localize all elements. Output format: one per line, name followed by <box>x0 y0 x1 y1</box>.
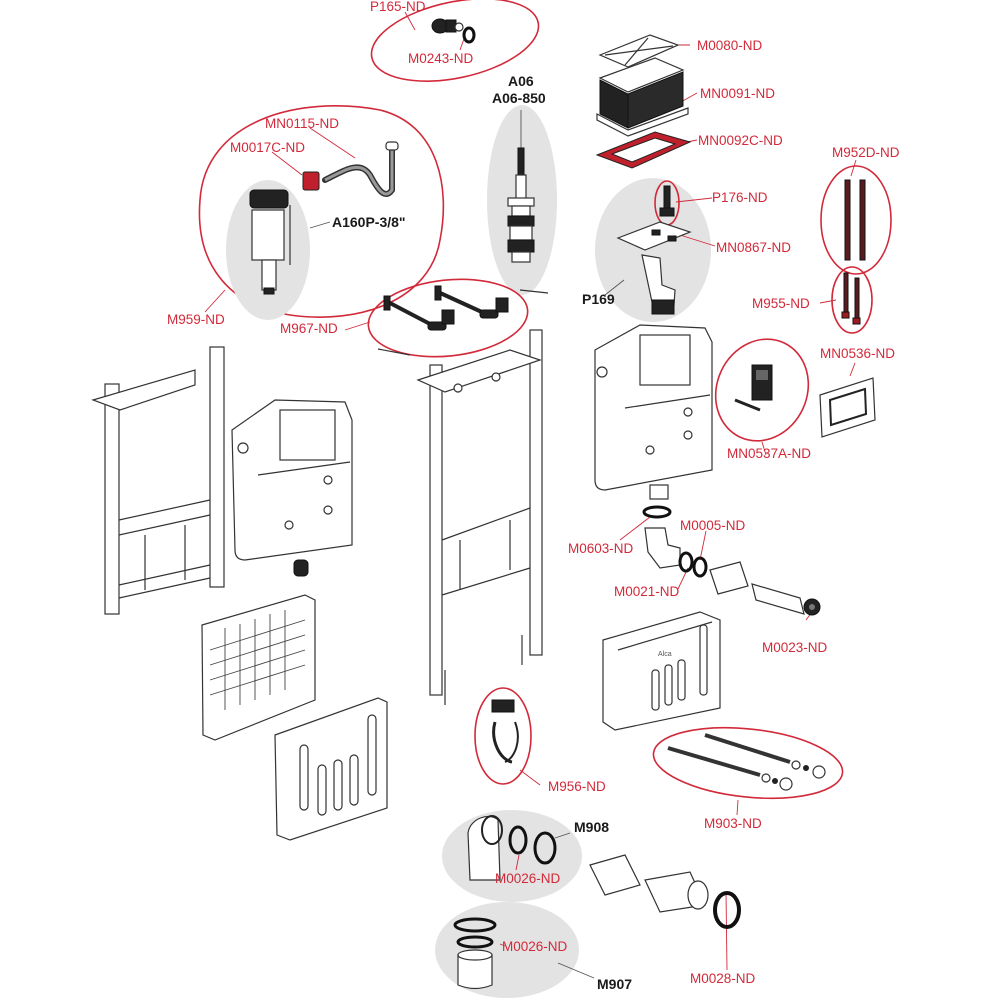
part-frame-left <box>91 346 225 615</box>
brand-mark: Alca <box>658 651 672 658</box>
label-m967: M967-ND <box>280 321 338 336</box>
part-mn0536 <box>819 377 876 438</box>
group-ring-p165 <box>370 0 540 82</box>
part-m0028 <box>713 891 741 929</box>
label-m0005: M0005-ND <box>680 518 746 533</box>
group-ring-m956 <box>474 687 532 785</box>
part-m0080 <box>598 34 680 68</box>
part-m907 <box>453 917 497 990</box>
group-ring-m955 <box>831 266 873 334</box>
part-p165 <box>431 18 464 34</box>
part-mn0091 <box>596 57 689 137</box>
label-mn0092c: MN0092C-ND <box>698 133 783 148</box>
group-ring-mn0537a <box>714 338 810 442</box>
label-m0080: M0080-ND <box>697 38 763 53</box>
part-mn0537a <box>734 364 773 412</box>
label-m955: M955-ND <box>752 296 810 311</box>
group-ring-m903 <box>652 726 844 800</box>
label-mn0537a: MN0537A-ND <box>727 446 812 461</box>
label-m907: M907 <box>597 976 633 992</box>
part-mn0092c <box>595 131 692 169</box>
label-m952d: M952D-ND <box>832 145 900 160</box>
label-m0026-lower: M0026-ND <box>502 939 568 954</box>
label-m956: M956-ND <box>548 779 606 794</box>
label-m0026-upper: M0026-ND <box>495 871 561 886</box>
part-panel-grid <box>201 594 316 741</box>
part-p169 <box>641 254 676 315</box>
group-ring-m952d <box>820 165 892 275</box>
part-pipe-bottom-1 <box>589 854 641 896</box>
group-ring-m967 <box>367 278 529 358</box>
part-panel-box: Alca <box>602 611 721 731</box>
part-m0243 <box>462 26 476 44</box>
label-p165: P165-ND <box>370 0 426 14</box>
label-a06: A06 <box>508 73 534 89</box>
part-m0021 <box>678 551 694 573</box>
label-mn0867: MN0867-ND <box>716 240 792 255</box>
shade-m908 <box>442 810 582 902</box>
part-m903 <box>667 733 826 791</box>
label-m0021: M0021-ND <box>614 584 680 599</box>
part-pipe-long <box>751 583 805 615</box>
label-m0243: M0243-ND <box>408 51 474 66</box>
part-a160p <box>249 189 291 295</box>
shade-p169 <box>595 178 711 322</box>
label-m0028: M0028-ND <box>690 971 756 986</box>
part-m908 <box>467 815 557 881</box>
part-p176 <box>659 185 675 217</box>
label-p176: P176-ND <box>712 190 768 205</box>
label-mn0536: MN0536-ND <box>820 346 896 361</box>
part-m955 <box>841 272 861 325</box>
label-m0023: M0023-ND <box>762 640 828 655</box>
label-m0017c: M0017C-ND <box>230 140 306 155</box>
part-m967 <box>377 285 549 356</box>
label-mn0115: MN0115-ND <box>265 116 340 131</box>
label-m959: M959-ND <box>167 312 225 327</box>
part-panel-back <box>274 697 388 841</box>
part-pipe-short <box>709 561 749 595</box>
label-mn0091: MN0091-ND <box>700 86 776 101</box>
part-mn0115 <box>322 141 399 197</box>
part-a06 <box>507 147 535 263</box>
part-elbow <box>644 527 681 569</box>
part-m0023 <box>803 598 821 616</box>
part-m0005 <box>692 556 708 578</box>
label-a160p: A160P-3/8" <box>332 214 406 230</box>
part-mn0867 <box>616 221 692 251</box>
label-m908: M908 <box>574 819 610 835</box>
part-m0603 <box>642 505 672 519</box>
label-m0603: M0603-ND <box>568 541 634 556</box>
part-m952d <box>844 179 866 261</box>
part-m0017c <box>302 171 320 191</box>
label-a06-850: A06-850 <box>492 90 546 106</box>
label-p169: P169 <box>582 291 615 307</box>
part-cistern-right <box>594 324 713 500</box>
part-pipe-bottom-2 <box>644 871 709 913</box>
part-frame-center <box>416 329 543 705</box>
part-cistern-left <box>231 399 353 577</box>
part-m956 <box>491 699 519 764</box>
label-m903: M903-ND <box>704 816 762 831</box>
